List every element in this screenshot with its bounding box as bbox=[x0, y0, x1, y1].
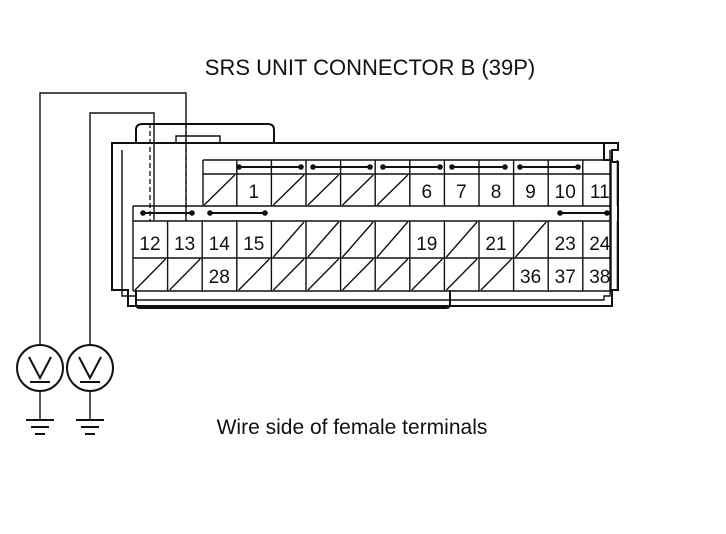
shorting-bars bbox=[140, 123, 610, 221]
empty-cavity-slash bbox=[445, 221, 478, 258]
terminal-number: 6 bbox=[422, 182, 433, 203]
shorting-bar bbox=[380, 164, 443, 170]
terminal-number: 38 bbox=[589, 267, 610, 288]
empty-cavity-slash bbox=[169, 258, 201, 291]
terminal-number: 21 bbox=[485, 234, 506, 255]
empty-cavity-slash bbox=[342, 174, 374, 206]
empty-cavity-slash bbox=[445, 258, 478, 291]
terminal-number: 14 bbox=[209, 234, 231, 255]
voltmeter-2-icon bbox=[66, 344, 114, 435]
empty-cavity-slash bbox=[480, 258, 513, 291]
empty-cavity-slash bbox=[272, 221, 305, 258]
terminal-number: 7 bbox=[456, 182, 467, 203]
empty-cavity-slash bbox=[272, 174, 305, 206]
shorting-bar bbox=[310, 164, 373, 170]
terminal-number: 9 bbox=[525, 182, 536, 203]
terminal-number: 10 bbox=[555, 182, 576, 203]
empty-cavity-slash bbox=[376, 221, 409, 258]
shorting-bar bbox=[140, 210, 195, 216]
terminal-number: 11 bbox=[590, 182, 610, 203]
terminal-number: 15 bbox=[243, 234, 264, 255]
terminal-number: 36 bbox=[520, 267, 541, 288]
probe-wires bbox=[39, 92, 187, 345]
empty-cavity-slash bbox=[342, 258, 374, 291]
terminal-number: 19 bbox=[416, 234, 437, 255]
empty-cavity-slash bbox=[515, 221, 547, 258]
empty-cavity-slash bbox=[203, 174, 236, 206]
terminal-number: 13 bbox=[174, 234, 195, 255]
empty-cavity-slash bbox=[307, 174, 340, 206]
empty-cavity-slash bbox=[272, 258, 305, 291]
terminal-number: 12 bbox=[139, 234, 160, 255]
shorting-bar bbox=[449, 164, 508, 170]
empty-cavity-slash bbox=[376, 174, 409, 206]
empty-cavity-slash bbox=[307, 221, 340, 258]
terminal-grid: 1 6 7 8 9 10 11 12 13 14 15 19 21 23 24 28 36 37 38 bbox=[132, 159, 619, 292]
terminal-number: 37 bbox=[555, 267, 576, 288]
empty-cavity-slash bbox=[238, 258, 270, 291]
terminal-number: 8 bbox=[491, 182, 502, 203]
diagram-caption: Wire side of female terminals bbox=[217, 416, 488, 439]
voltmeter-1-icon bbox=[16, 344, 64, 435]
terminal-number: 1 bbox=[249, 182, 260, 203]
connector-body bbox=[111, 123, 619, 309]
empty-cavity-slash bbox=[134, 258, 167, 291]
empty-cavity-slash bbox=[411, 258, 443, 291]
shorting-bar bbox=[557, 210, 610, 216]
terminal-number: 24 bbox=[589, 234, 611, 255]
diagram-title: SRS UNIT CONNECTOR B (39P) bbox=[205, 55, 535, 80]
empty-cavity-slash bbox=[307, 258, 340, 291]
shorting-bar bbox=[236, 164, 304, 170]
shorting-bar bbox=[517, 164, 581, 170]
empty-cavity-slash bbox=[376, 258, 409, 291]
voltmeters bbox=[16, 344, 114, 435]
terminal-number: 28 bbox=[209, 267, 230, 288]
empty-cavity-slash bbox=[342, 221, 374, 258]
shorting-bar bbox=[207, 210, 268, 216]
terminal-number: 23 bbox=[555, 234, 576, 255]
